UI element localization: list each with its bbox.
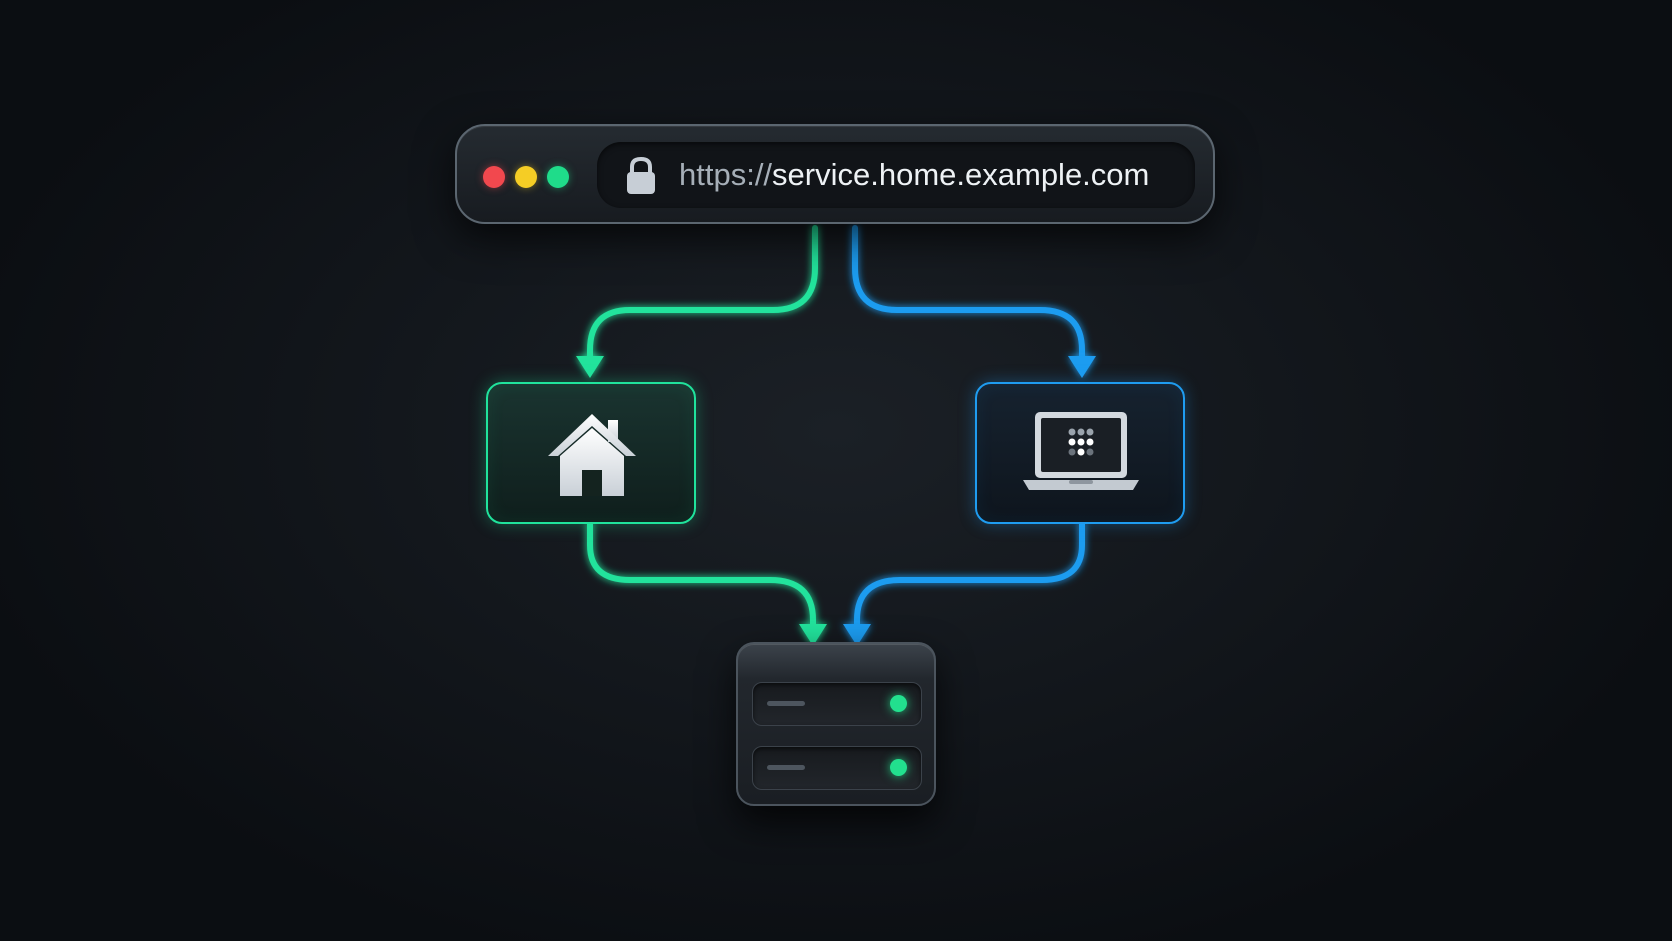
browser-address-bar: https://service.home.example.com (455, 124, 1215, 224)
route-home-to-server (587, 521, 816, 627)
url-protocol: https:// (679, 157, 773, 192)
laptop-icon (1023, 412, 1139, 490)
remote-device-node (975, 382, 1185, 524)
route-laptop-to-server (854, 521, 1085, 627)
home-server-node (736, 642, 936, 806)
route-browser-to-home (587, 225, 818, 365)
url-field[interactable]: https://service.home.example.com (597, 142, 1195, 208)
arrowhead-server-blue (843, 624, 871, 646)
close-window-button[interactable] (483, 166, 505, 188)
house-icon (548, 414, 636, 496)
route-browser-to-laptop (852, 225, 1085, 365)
drive-slot (767, 701, 805, 706)
maximize-window-button[interactable] (547, 166, 569, 188)
lock-icon (627, 156, 655, 194)
status-led-icon (890, 759, 907, 776)
drive-slot (767, 765, 805, 770)
minimize-window-button[interactable] (515, 166, 537, 188)
status-led-icon (890, 695, 907, 712)
arrowhead-laptop (1068, 356, 1096, 378)
url-host: service.home.example.com (772, 157, 1150, 192)
home-network-node (486, 382, 696, 524)
url-text: https://service.home.example.com (679, 142, 1149, 208)
server-bay (752, 746, 922, 790)
arrowhead-server-green (799, 624, 827, 646)
arrowhead-home (576, 356, 604, 378)
server-bay (752, 682, 922, 726)
